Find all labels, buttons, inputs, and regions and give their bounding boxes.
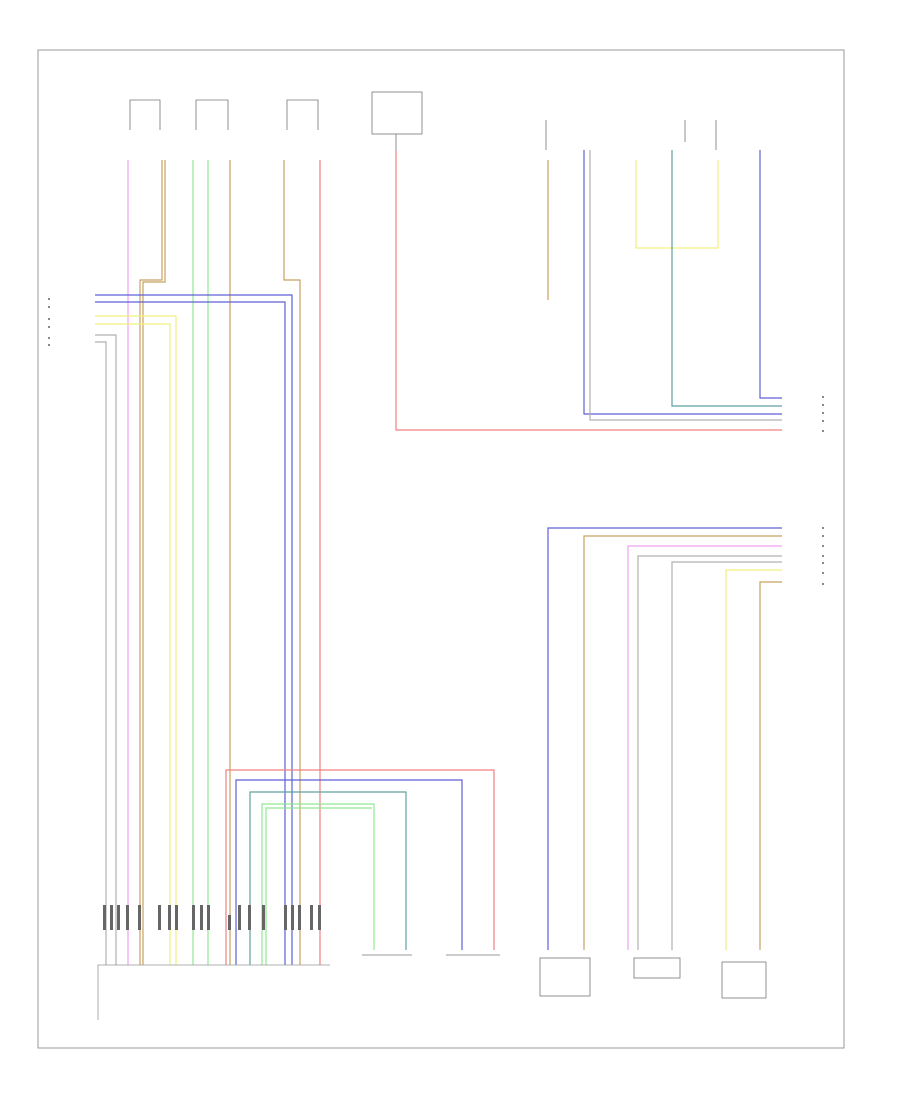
wire-gray-lr	[637, 555, 782, 950]
wire-pink-lr	[627, 545, 782, 950]
wire-yellow-lr	[725, 569, 782, 950]
wire-yellow-h2	[95, 323, 171, 965]
wire-gray-h2	[95, 341, 107, 965]
wire-blue-bundle	[235, 779, 463, 965]
right-legend-ticks	[48, 298, 824, 585]
wire-teal-sensor2	[671, 150, 782, 407]
wire-green-bundle-b	[265, 807, 372, 965]
wire-tan-1	[139, 160, 163, 965]
top-left-switch-group	[129, 99, 319, 130]
wire-blue-h1	[95, 294, 293, 965]
bottom-components	[362, 954, 767, 999]
wire-red-bundle	[225, 769, 495, 965]
wire-gray-sensor-link	[589, 150, 782, 421]
wire-gray-h1	[95, 334, 117, 965]
wire-yellow-h1	[95, 315, 177, 965]
wire-yellow-sensor2	[635, 160, 719, 249]
wire-layer	[95, 150, 782, 965]
wire-blue-lr	[547, 527, 782, 950]
module-connector-pins	[103, 905, 321, 930]
wire-blue-sensor1	[583, 150, 782, 415]
wire-red-relay	[395, 150, 782, 431]
diagram-frame	[37, 49, 845, 1049]
wire-black-lr	[671, 561, 782, 950]
wire-teal-bundle	[249, 791, 407, 965]
wire-green-bundle	[261, 803, 375, 965]
top-center-relay	[371, 91, 423, 150]
wire-blue-h2	[95, 301, 286, 965]
wire-tan-lr2	[759, 581, 782, 950]
wire-blue-sensor3	[759, 150, 782, 399]
wire-tan-lr	[583, 535, 782, 950]
wire-tan-1b	[142, 160, 166, 965]
wire-tan-3	[283, 160, 301, 965]
top-right-sensors	[545, 120, 717, 150]
control-module	[97, 964, 330, 1020]
